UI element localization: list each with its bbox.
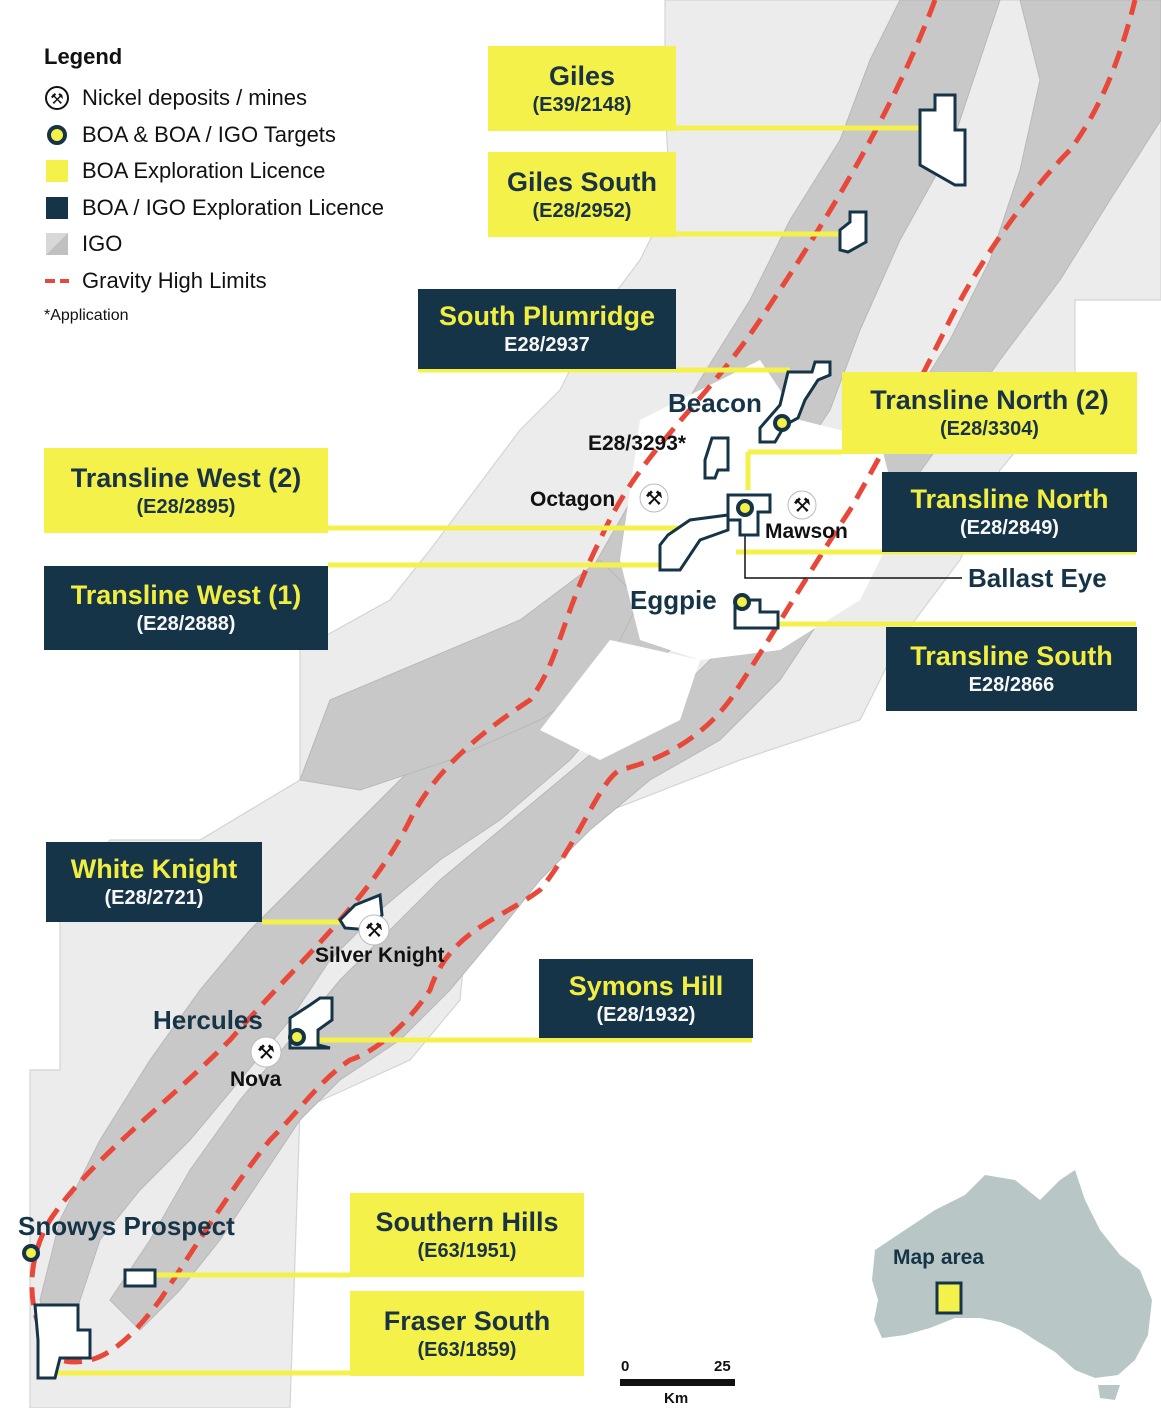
legend-label: Nickel deposits / mines [82,85,307,111]
mine-markers: ⚒ ⚒ ⚒ ⚒ [250,483,817,1068]
licence-label-transline-west-1: Transline West (1) (E28/2888) [44,566,328,650]
red-dashed-line-icon [44,268,70,294]
svg-text:⚒: ⚒ [257,1040,275,1064]
legend-title: Legend [44,44,123,69]
licence-label-transline-south: Transline South E28/2866 [886,627,1137,711]
giles-south-outline [838,210,868,254]
octagon-mine-icon: ⚒ [639,483,669,513]
svg-text:⚒: ⚒ [645,486,663,510]
transline-west-outline [658,513,730,572]
licence-label-southern-hills: Southern Hills (E63/1951) [350,1193,584,1277]
nova-mine-icon: ⚒ [250,1036,282,1068]
place-label-ballast-eye: Ballast Eye [968,563,1107,593]
svg-text:⚒: ⚒ [793,493,811,517]
legend-item-mines: ⚒ Nickel deposits / mines [44,80,384,117]
mawson-mine-icon: ⚒ [787,490,817,520]
legend-item-igo: IGO [44,226,384,263]
place-label-snowys-prospect: Snowys Prospect [18,1211,235,1241]
snowys-target-icon [22,1244,40,1262]
eggpie-target-icon [733,593,751,611]
scale-start: 0 [621,1358,630,1375]
legend-item-boa-igo-licence: BOA / IGO Exploration Licence [44,190,384,227]
place-label-silver-knight: Silver Knight [315,944,445,967]
target-icon [44,122,70,148]
place-label-e28-3293: E28/3293* [588,432,687,455]
navy-square-icon [44,195,70,221]
australia-inset [872,1170,1152,1400]
scale-bar-line [620,1379,735,1386]
licence-label-giles: Giles (E39/2148) [488,46,676,131]
transline-north-target-icon [736,499,754,517]
place-label-beacon: Beacon [668,388,762,418]
e28-3293-outline [703,436,730,480]
licence-label-white-knight: White Knight (E28/2721) [46,842,262,922]
fraser-south-outline [33,1303,92,1380]
svg-text:⚒: ⚒ [365,918,383,942]
licence-label-transline-west-2: Transline West (2) (E28/2895) [44,448,328,533]
giles-outline [918,93,967,187]
place-label-hercules: Hercules [153,1005,263,1035]
licence-label-south-plumridge: South Plumridge E28/2937 [418,289,676,369]
grey-square-icon [44,231,70,257]
legend-item-boa-licence: BOA Exploration Licence [44,153,384,190]
scale-bar: 0 25 Km [620,1358,736,1408]
legend-label: Gravity High Limits [82,267,267,293]
mine-icon: ⚒ [44,85,70,111]
legend-label: BOA & BOA / IGO Targets [82,121,336,147]
hercules-target-icon [288,1028,306,1046]
legend-label: BOA / IGO Exploration Licence [82,194,385,220]
legend-note: *Application [44,307,129,324]
legend-label: BOA Exploration Licence [82,158,326,184]
gravity-high-limits [29,0,1138,1365]
target-markers [22,414,791,1262]
licence-label-transline-north: Transline North (E28/2849) [882,472,1137,552]
place-label-octagon: Octagon [530,488,616,511]
legend-item-targets: BOA & BOA / IGO Targets [44,117,384,154]
svg-text:⚒: ⚒ [50,90,63,108]
place-label-nova: Nova [230,1068,282,1091]
inset-label-map-area: Map area [893,1246,985,1269]
beacon-target-icon [773,414,791,432]
legend-item-gravity: Gravity High Limits [44,263,384,300]
legend: Legend ⚒ Nickel deposits / mines BOA & B… [44,44,384,325]
licence-label-transline-north-2: Transline North (2) (E28/3304) [842,372,1137,454]
yellow-square-icon [44,158,70,184]
legend-label: IGO [82,231,123,257]
place-label-mawson: Mawson [765,520,848,543]
licence-label-giles-south: Giles South (E28/2952) [488,152,676,237]
scale-unit: Km [664,1390,689,1407]
licence-outlines [33,93,967,1380]
silver-knight-mine-icon: ⚒ [358,914,390,946]
australia-icon [872,1170,1152,1378]
map-area-marker [935,1281,963,1315]
place-label-eggpie: Eggpie [630,585,717,615]
licence-label-symons-hill: Symons Hill (E28/1932) [539,959,753,1038]
southern-hills-outline [123,1268,157,1288]
scale-end: 25 [714,1358,731,1375]
leader-lines [55,125,1136,1376]
licence-label-fraser-south: Fraser South (E63/1859) [350,1291,584,1376]
